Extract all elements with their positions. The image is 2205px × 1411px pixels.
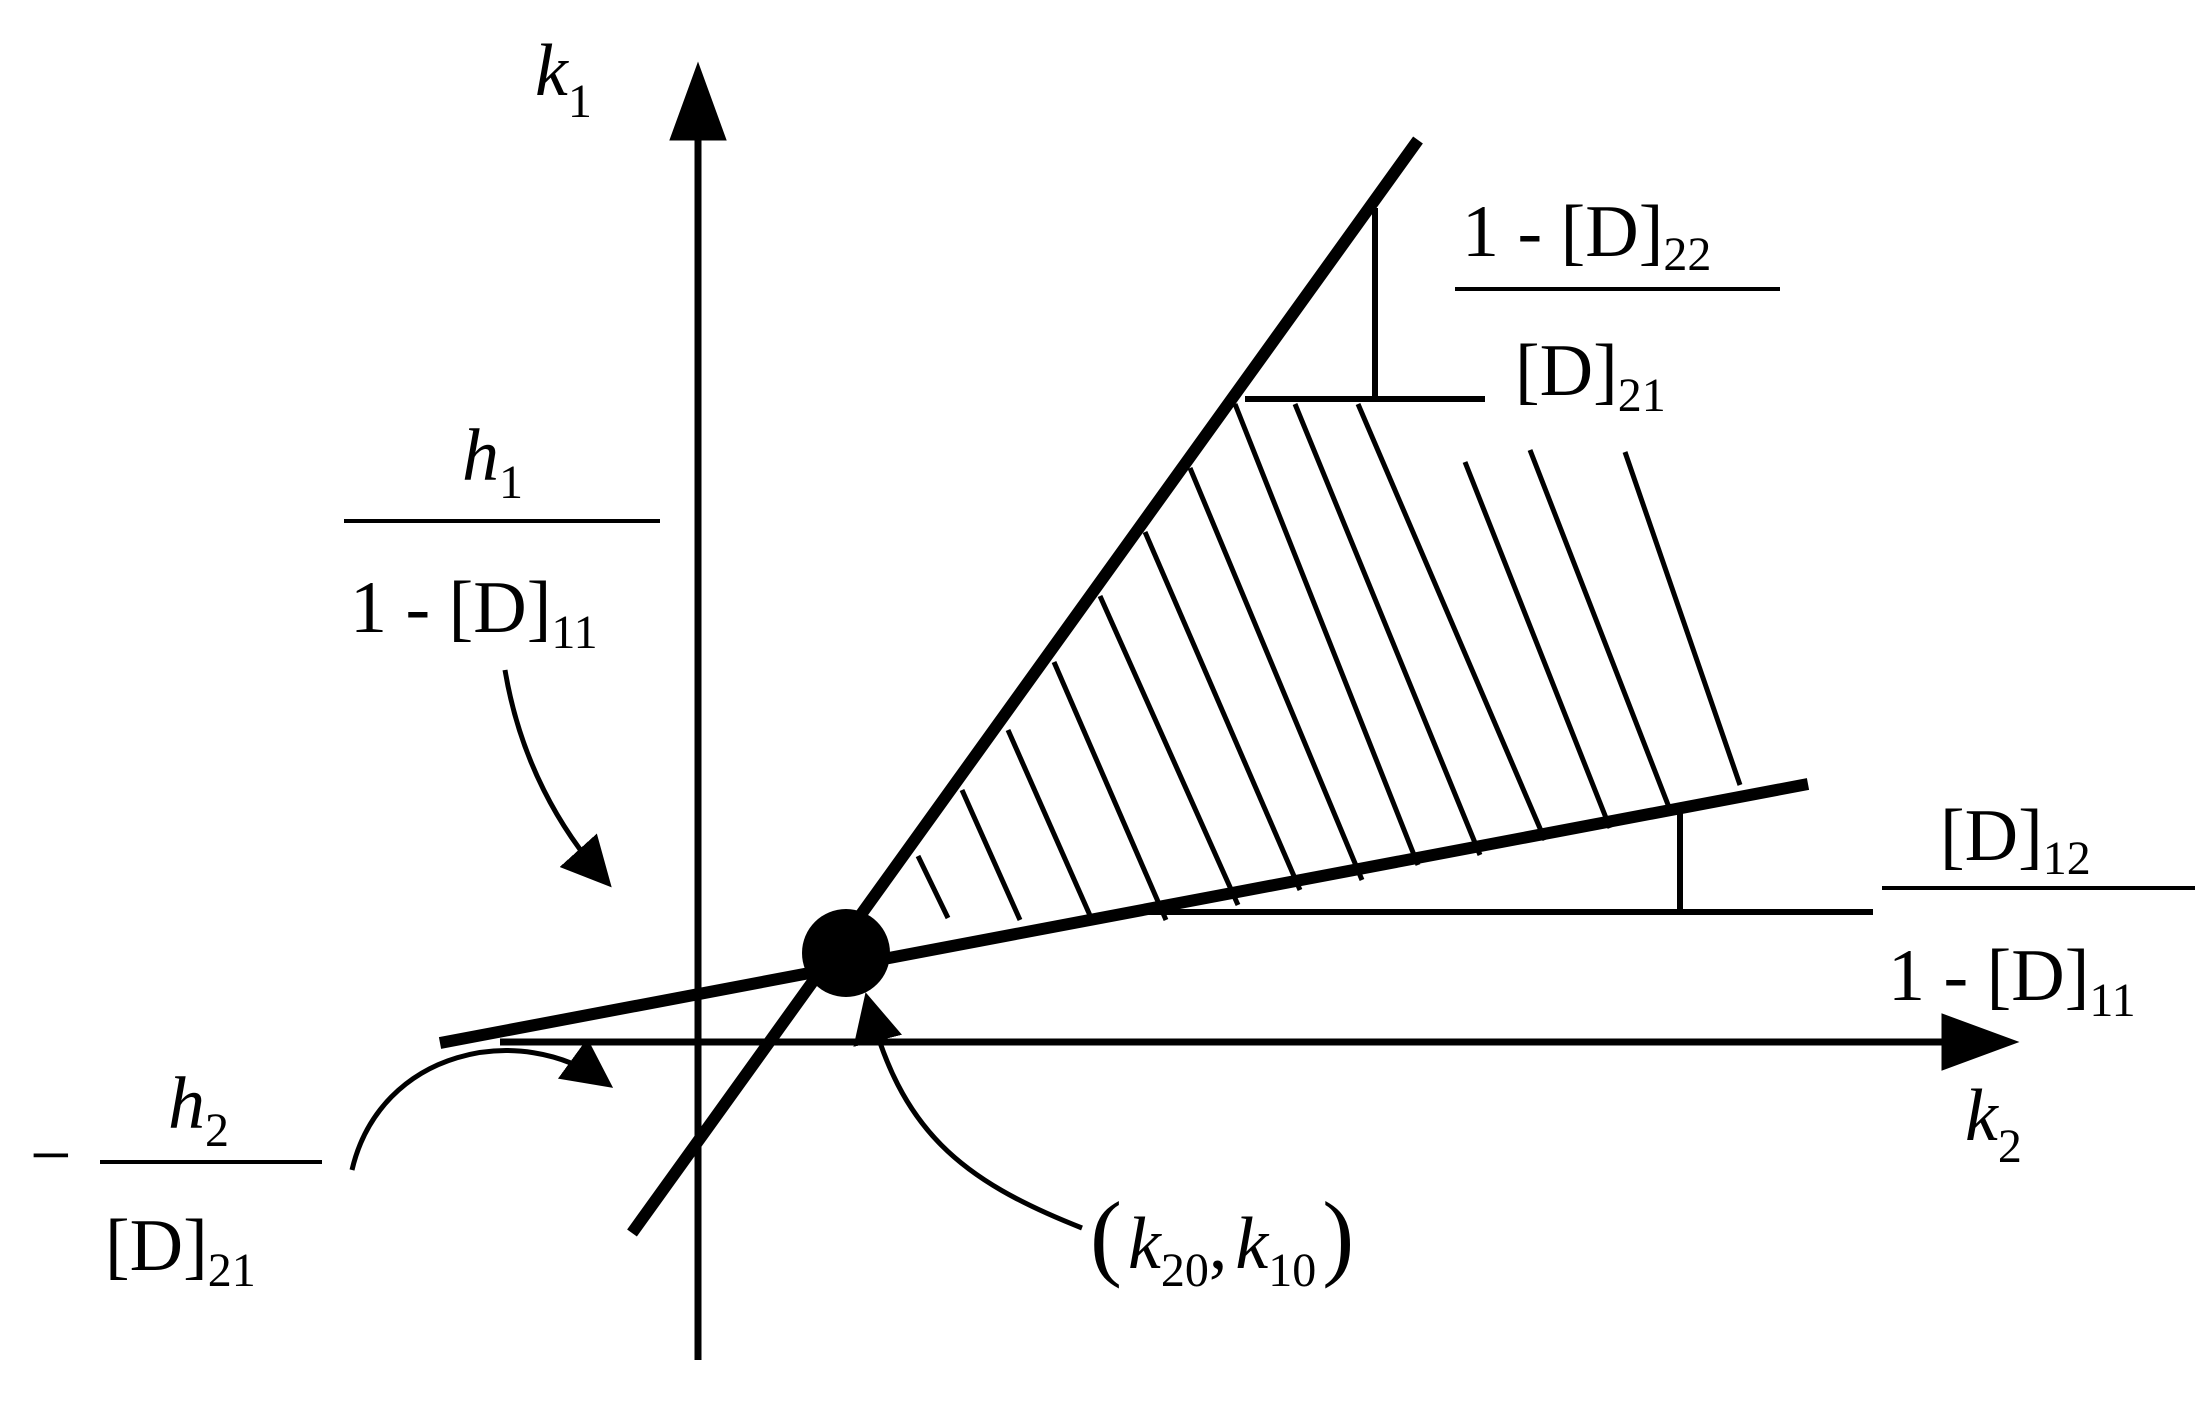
k2-axis-arrowhead xyxy=(1941,1013,2020,1071)
shallow-boundary-line xyxy=(438,778,1810,1049)
d22-numerator: 1 - [D]22 xyxy=(1462,191,1711,281)
intersection-point xyxy=(802,909,890,997)
hatch-line xyxy=(1097,594,1241,907)
hatch-line xyxy=(1622,451,1743,786)
hatch-line xyxy=(1462,461,1613,829)
axes xyxy=(500,61,2020,1360)
point-pointer-arrow xyxy=(853,992,1083,1231)
k2-axis-label: k2 xyxy=(1965,1075,2022,1173)
hatch-line xyxy=(1232,403,1421,866)
fraction-bars xyxy=(100,287,2195,1164)
d12-numerator: [D]12 xyxy=(1940,795,2091,885)
h1-pointer-arrow xyxy=(502,669,612,888)
hatch-line xyxy=(1005,728,1095,922)
h2-numerator: h2 xyxy=(168,1063,229,1157)
pointer-arrows xyxy=(349,669,1083,1231)
hatch-line xyxy=(1355,403,1548,841)
h2-pointer-arrow xyxy=(349,1038,614,1171)
hatch-line xyxy=(1527,449,1675,816)
d21-denominator: [D]21 xyxy=(1515,330,1666,422)
h2-sign: − xyxy=(30,1115,72,1197)
hatch-line xyxy=(959,788,1023,922)
slope-triangles xyxy=(1148,208,1873,915)
region-hatching xyxy=(915,403,1743,922)
h1-numerator: h1 xyxy=(462,415,523,509)
d12-denominator: 1 - [D]11 xyxy=(1888,935,2136,1027)
hatch-line xyxy=(1187,467,1365,881)
h1-denominator: 1 - [D]11 xyxy=(350,567,598,659)
hatch-line xyxy=(1292,403,1483,856)
boundary-lines xyxy=(438,136,1810,1237)
hatch-line xyxy=(1051,661,1169,921)
steep-boundary-line xyxy=(627,136,1423,1237)
h2-denominator: [D]21 xyxy=(105,1205,256,1297)
hatch-line xyxy=(1142,531,1303,891)
hatch-line xyxy=(915,854,951,920)
k1-axis-label: k1 xyxy=(535,30,592,128)
k1-axis-arrowhead xyxy=(669,61,727,141)
intersection-point-label: (k20,k10) xyxy=(1090,1182,1354,1297)
